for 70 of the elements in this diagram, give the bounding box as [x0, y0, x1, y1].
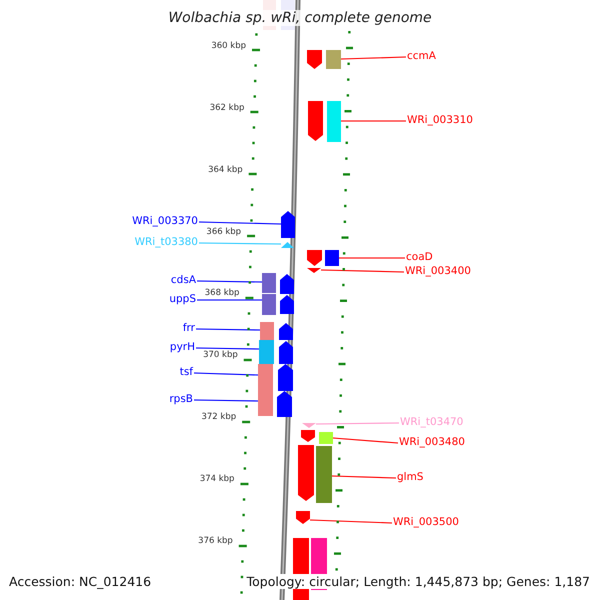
feature-block	[262, 294, 276, 315]
leader-line	[194, 372, 258, 376]
rna-marker	[307, 268, 321, 273]
feature-block	[259, 340, 274, 364]
gene-block	[298, 445, 314, 501]
gene-label: WRi_003370	[132, 214, 198, 228]
leader-line	[316, 422, 399, 425]
rna-marker	[281, 242, 294, 248]
gene-label: cdsA	[170, 274, 196, 286]
gene-block	[296, 511, 310, 524]
leader-line	[197, 299, 262, 301]
scale-label: 368 kbp	[204, 289, 240, 298]
gene-block	[279, 341, 293, 364]
scale-label: 374 kbp	[200, 475, 234, 484]
gene-label: frr	[182, 322, 195, 334]
feature-block	[262, 273, 276, 293]
leader-line	[341, 120, 406, 122]
topology-label: Topology: circular; Length: 1,445,873 bp; Genes: 1,187	[246, 574, 590, 589]
gene-label: glmS	[397, 470, 424, 484]
leader-line	[340, 56, 406, 60]
gene-block	[307, 250, 322, 266]
leader-line	[194, 399, 258, 402]
gene-label: WRi_t03470	[400, 416, 464, 428]
gene-block	[279, 323, 293, 340]
leader-line	[196, 347, 259, 350]
feature-block	[319, 432, 333, 444]
scale-label: 364 kbp	[208, 166, 243, 175]
gene-label: WRi_t03380	[134, 236, 198, 248]
gene-block	[278, 364, 293, 391]
feature-block	[260, 322, 274, 340]
leader-line	[310, 519, 392, 524]
leader-line	[196, 328, 260, 331]
gene-block	[301, 430, 315, 442]
accession-label: Accession: NC_012416	[9, 574, 152, 589]
gene-label: coaD	[406, 250, 433, 264]
gene-label: WRi_003500	[393, 516, 459, 528]
gene-block	[308, 101, 323, 141]
gene-label: pyrH	[170, 340, 195, 354]
scale-label: 372 kbp	[201, 413, 236, 422]
gene-label: uppS	[169, 292, 196, 306]
feature-block	[325, 250, 339, 266]
scale-label: 366 kbp	[206, 228, 242, 237]
feature-block	[326, 50, 341, 69]
gene-block	[307, 50, 322, 69]
gene-block	[280, 295, 294, 314]
leader-line	[197, 280, 262, 283]
scale-label: 360 kbp	[211, 42, 246, 51]
leader-line	[199, 242, 281, 245]
leader-line	[320, 269, 404, 273]
feature-block	[258, 364, 273, 416]
gene-label: tsf	[180, 366, 193, 378]
scale-label: 376 kbp	[198, 537, 233, 546]
rna-marker	[302, 423, 316, 428]
gene-label: ccmA	[407, 50, 436, 62]
feature-block	[327, 101, 341, 142]
leader-line	[332, 475, 396, 479]
gene-label: WRi_003400	[405, 264, 471, 278]
leader-line	[339, 257, 405, 259]
gene-block	[277, 391, 292, 417]
gene-label: rpsB	[169, 392, 193, 406]
gene-label: WRi_003310	[407, 114, 473, 126]
feature-block	[316, 446, 332, 503]
scale-label: 370 kbp	[203, 351, 238, 360]
leader-line	[332, 437, 398, 444]
map-title: Wolbachia sp. wRi, complete genome	[168, 10, 432, 26]
scale-label: 362 kbp	[210, 104, 244, 113]
leader-line	[198, 221, 282, 225]
gene-label: WRi_003480	[399, 436, 465, 448]
gene-block	[281, 211, 295, 238]
gene-block	[280, 274, 294, 294]
